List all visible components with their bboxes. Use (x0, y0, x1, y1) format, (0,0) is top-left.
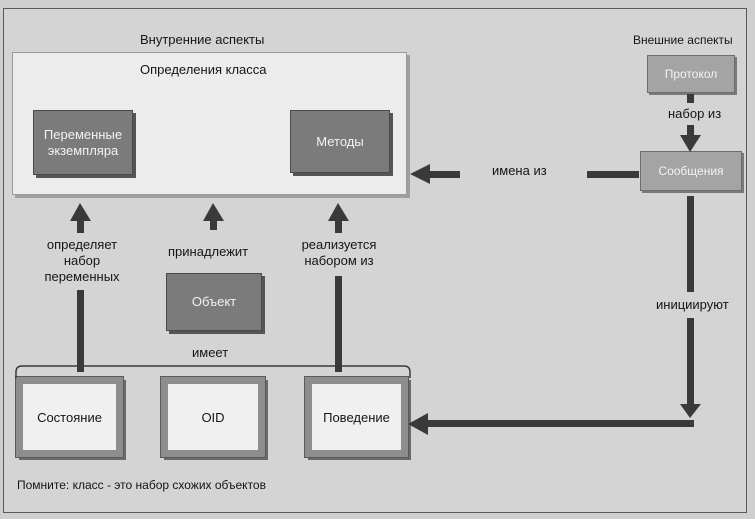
defines-line-2: набор (63, 253, 101, 268)
names-from-label: имена из (492, 163, 547, 178)
class-definitions-title: Определения класса (140, 62, 267, 77)
implemented-line-1: реализуется (301, 237, 377, 252)
line-initiate-down-2 (687, 318, 694, 406)
internal-aspects-title: Внутренние аспекты (140, 32, 265, 47)
instance-variables-label: Переменные экземпляра (43, 126, 123, 158)
implemented-line-2: набором из (304, 253, 374, 268)
line-initiate-down-1 (687, 196, 694, 292)
protocol-box: Протокол (647, 55, 735, 93)
object-box: Объект (166, 273, 262, 331)
messages-label: Сообщения (658, 164, 724, 178)
arrow-stem-names-from (428, 171, 460, 178)
state-label: Состояние (37, 409, 102, 425)
instance-variables-box: Переменные экземпляра (33, 110, 133, 175)
arrow-head-names-from (410, 164, 430, 184)
oid-box: OID (160, 376, 266, 458)
messages-box: Сообщения (640, 151, 742, 191)
footnote: Помните: класс - это набор схожих объект… (17, 478, 266, 492)
arrow-head-belongs (203, 203, 224, 221)
defines-line-3: переменных (44, 269, 120, 284)
object-label: Объект (191, 294, 237, 309)
arrow-head-initiate-left (408, 413, 428, 435)
state-box: Состояние (15, 376, 124, 458)
protocol-label: Протокол (664, 67, 718, 81)
methods-box: Методы (290, 110, 390, 173)
set-of-label: набор из (668, 106, 722, 121)
initiate-label: инициируют (656, 297, 729, 312)
belongs-label: принадлежит (168, 244, 249, 259)
methods-label: Методы (316, 133, 364, 149)
line-behavior-up (335, 276, 342, 372)
defines-set-of-variables-label: определяет набор переменных (36, 237, 128, 285)
line-state-up (77, 290, 84, 372)
defines-line-1: определяет (46, 237, 118, 252)
arrow-stem-variables (77, 220, 84, 233)
implemented-by-label: реализуется набором из (291, 237, 387, 269)
arrow-head-methods (328, 203, 349, 221)
has-bracket (15, 365, 411, 378)
arrow-stem-set-of (687, 125, 694, 137)
arrow-head-set-of (680, 135, 701, 152)
line-messages-to-names (587, 171, 639, 178)
behavior-box: Поведение (304, 376, 409, 458)
arrow-stem-methods (335, 220, 342, 233)
arrow-head-variables (70, 203, 91, 221)
has-label: имеет (192, 345, 229, 360)
external-aspects-title: Внешние аспекты (633, 33, 733, 47)
arrow-stem-belongs (210, 220, 217, 230)
line-initiate-horizontal (425, 420, 694, 427)
line-protocol-down (687, 94, 694, 103)
behavior-label: Поведение (323, 409, 390, 425)
oid-label: OID (201, 409, 225, 425)
arrow-head-initiate-down (680, 404, 701, 418)
